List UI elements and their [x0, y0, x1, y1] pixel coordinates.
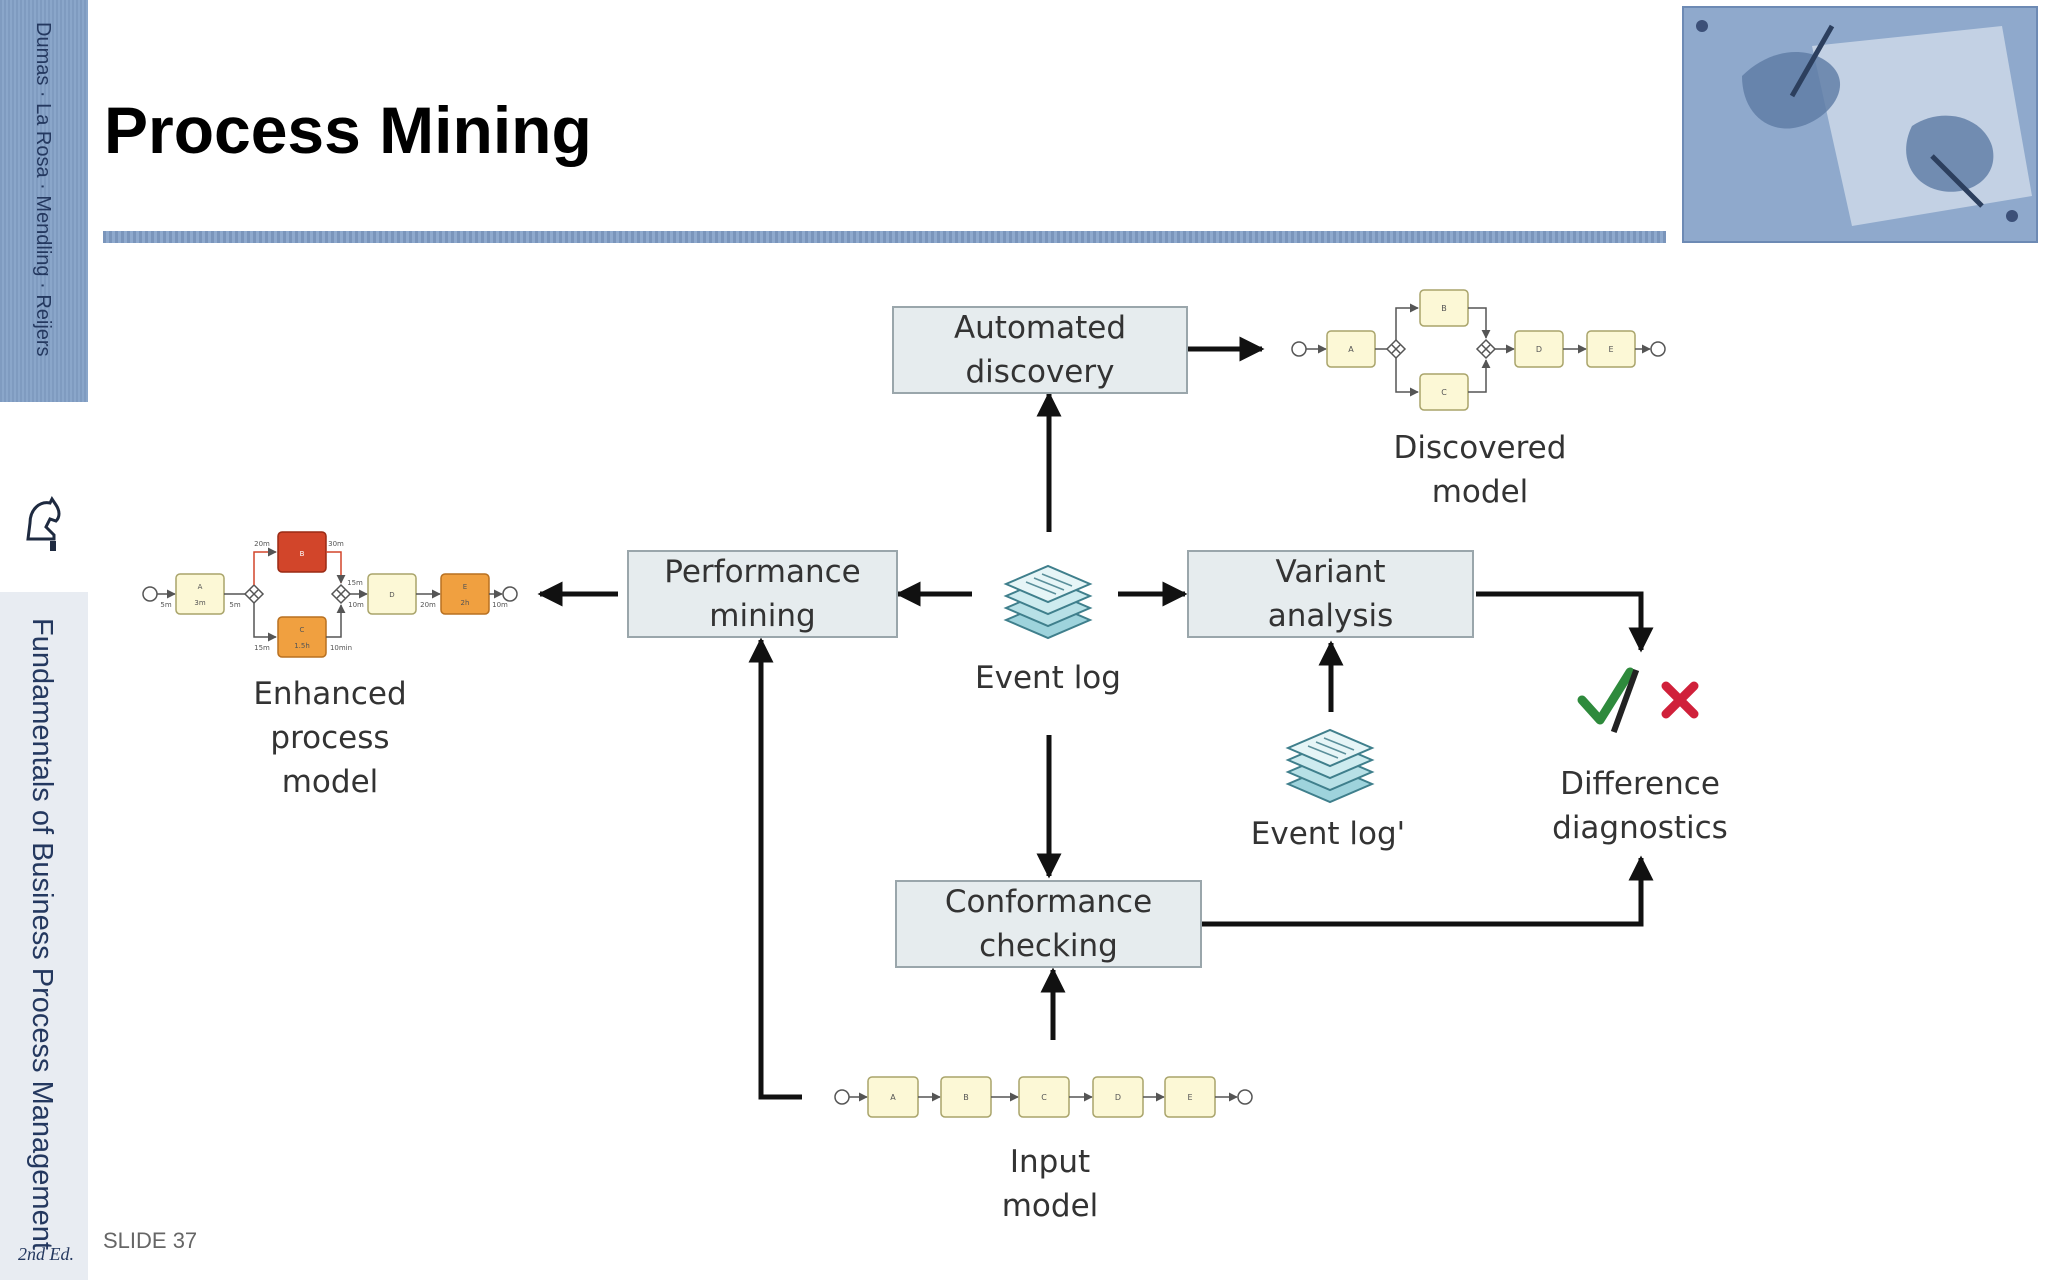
variant-analysis-box: Variant analysis	[1187, 550, 1474, 638]
arrow-input-to-performance	[748, 637, 802, 1100]
sidebar: Dumas · La Rosa · Mendling · Reijers Fun…	[0, 0, 88, 1280]
disc-task-a: A	[1348, 345, 1354, 354]
enh-task-d: D	[389, 591, 394, 599]
automated-discovery-box: Automated discovery	[892, 306, 1188, 394]
sidebar-logo-area	[0, 402, 88, 592]
enh-edge-time-10: 10m	[492, 601, 508, 609]
difference-diagnostics-label: Difference diagnostics	[1552, 766, 1728, 846]
enh-task-e: E	[463, 583, 467, 591]
event-log-prime-icon	[1285, 728, 1375, 804]
input-task-c: C	[1041, 1093, 1047, 1102]
enh-edge-time-8: 20m	[420, 601, 436, 609]
enh-task-c: C	[300, 626, 305, 634]
slide-number: SLIDE 37	[103, 1228, 198, 1253]
event-log-label: Event log	[975, 660, 1121, 696]
enhanced-model-label: Enhanced process model	[253, 676, 407, 800]
enh-edge-time-6: 10min	[330, 644, 352, 652]
edition-label: 2nd Ed.	[18, 1244, 74, 1264]
input-task-e: E	[1187, 1093, 1192, 1102]
discovered-model-label: Discovered model	[1393, 430, 1567, 510]
disc-task-d: D	[1536, 345, 1542, 354]
enh-task-b: B	[300, 550, 305, 558]
enhanced-model-graphic: A 3m B C 1.5h D E 2h 5m 5m 20m 30m 15m 1…	[142, 531, 518, 658]
enh-task-a-time: 3m	[194, 599, 205, 607]
knight-logo-icon	[26, 496, 61, 551]
enh-edge-time-5: 15m	[254, 644, 270, 652]
event-log-prime-label: Event log'	[1250, 816, 1406, 852]
enh-edge-time-1: 5m	[160, 601, 171, 609]
discovered-model-graphic: A B C D E	[1291, 289, 1666, 411]
enh-task-a: A	[198, 583, 203, 591]
sidebar-pattern	[0, 0, 88, 402]
sidebar-title-area	[0, 592, 88, 1280]
input-task-b: B	[963, 1093, 969, 1102]
title-underline	[103, 231, 1666, 243]
input-model-label: Input model	[1001, 1144, 1099, 1224]
disc-task-b: B	[1441, 304, 1447, 313]
enh-edge-time-9: 10m	[348, 601, 364, 609]
arrow-conformance-to-diagnostics	[1202, 855, 1654, 927]
input-task-a: A	[890, 1093, 896, 1102]
enh-edge-time-7: 15m	[347, 579, 363, 587]
event-log-icon	[1003, 564, 1093, 640]
enh-edge-time-2: 5m	[229, 601, 240, 609]
drawing-hands-picture	[1682, 6, 2038, 243]
slide-title: Process Mining	[104, 93, 592, 167]
disc-task-e: E	[1608, 345, 1613, 354]
enh-task-c-time: 1.5h	[294, 642, 310, 650]
disc-task-c: C	[1441, 388, 1447, 397]
cross-icon	[1661, 681, 1699, 719]
input-model-graphic: A B C D E	[834, 1076, 1253, 1118]
enh-task-e-time: 2h	[461, 599, 470, 607]
performance-mining-box: Performance mining	[627, 550, 898, 638]
arrow-variant-to-diagnostics	[1476, 591, 1654, 653]
conformance-checking-box: Conformance checking	[895, 880, 1202, 968]
enh-edge-time-3: 20m	[254, 540, 270, 548]
input-task-d: D	[1115, 1093, 1121, 1102]
check-icon	[1577, 667, 1635, 725]
enh-edge-time-4: 30m	[328, 540, 344, 548]
